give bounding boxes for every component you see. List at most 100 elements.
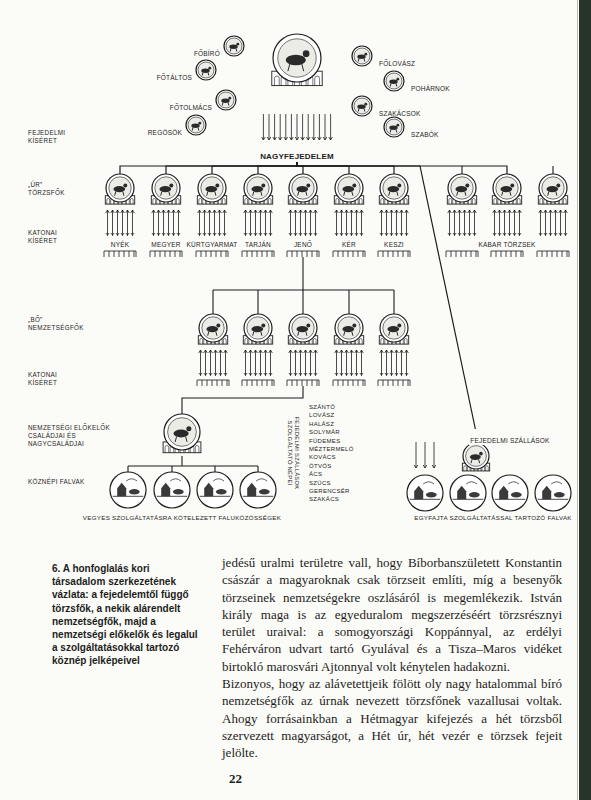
medallion [462,443,489,471]
group-caption: EGYFAJTA SZOLGÁLTATÁSSAL TARTOZÓ FALVAK [412,514,574,522]
service-name: SZAKÁCS [309,496,369,503]
node-text: FŐTOLMÁCS [169,104,213,112]
vertical-label: FEJEDELMI SZÁLLÁSOK SZOLGÁLTATÓ NÉPEI [286,403,300,503]
retinue-label: FŐTOLMÁCS [167,96,215,106]
village-emblem [240,472,276,508]
figure-caption: 6. A honfoglalás kori társadalom szerkez… [52,562,202,668]
row-label: „ÚR” TÖRZSFŐK [28,181,78,197]
node-text: SZABÓK [410,131,440,139]
medallion [447,174,476,204]
group-caption: VEGYES SZOLGÁLTATÁSRA KÖTELEZETT FALUKÖZ… [62,514,302,522]
service-name: HALÁSZ [309,421,369,428]
medallion [352,96,372,116]
medallion [538,174,567,204]
service-name: GERENCSÉR [309,488,369,495]
medallion [379,174,408,204]
node-text: KÜRTGYARMAT [186,241,239,249]
medallion [186,115,206,135]
body-text: Bizonyos, hogy az alávetettjeik fölött o… [222,675,562,761]
body-text: jedésű uralmi területre vall, hogy Bíbor… [222,554,562,675]
medallion [272,34,322,86]
retinue-label: SZAKÁCSOK [376,102,424,112]
retinue-label: FŐTÁLTOS [154,66,195,76]
tribe-group-node: KABAR TÖRZSEK [439,174,575,249]
medallion [384,71,404,91]
medallion [224,36,244,56]
medallion [379,314,408,344]
service-name: FÜDEMES [309,438,369,445]
medallion [384,117,404,137]
hierarchy-connector [297,157,475,429]
row-label: FEJEDELMI KÍSÉRET [28,129,90,145]
retinue-label: POHÁRNOK [408,77,453,87]
medallion [105,174,134,204]
tribe-node: TARJÁN [242,174,274,249]
medallion [334,314,363,344]
row-label: „BŐ” NEMZETSÉGFŐK [28,316,98,332]
service-name: ÁCS [309,471,369,478]
medallion [163,414,201,453]
node-text: REGÖSÖK [147,129,183,137]
node-text: KABAR TÖRZSEK [477,241,536,249]
medallion [334,174,363,204]
node-text: KÉR [341,241,357,249]
lodging-node: FEJEDELMI SZÁLLÁSOK [467,429,552,439]
medallion [288,174,317,204]
village-emblem [110,472,146,508]
service-name: SZÁNTÓ [309,404,369,411]
node-text: KESZI [383,241,405,249]
service-name: LOVÁSZ [309,412,369,419]
retinue-label: SZABÓK [408,123,442,133]
tribe-node: KESZI [378,174,410,249]
row-label: KATONAI KÍSÉRET [28,229,78,245]
medallion [216,90,236,110]
tribe-node: KÉR [333,174,365,249]
tribe-node: NYÉK [104,174,136,249]
village-emblem [492,475,528,511]
medallion [243,314,272,344]
tribe-node: MEGYER [148,174,183,249]
node-text: NYÉK [110,241,131,249]
node-text: POHÁRNOK [410,85,451,93]
row-label: KÖZNÉPI FALVAK [28,478,86,486]
node-text: FŐLOVÁSZ [378,60,416,68]
retinue-label: FŐLOVÁSZ [376,52,418,62]
node-text: FŐTÁLTOS [156,74,193,82]
node-text: JENŐ [293,241,313,249]
village-emblem [535,475,571,511]
medallion [197,174,226,204]
node-text: FEJEDELMI SZÁLLÁSOK [469,437,550,445]
drawing [104,34,571,511]
service-name: KOVÁCS [309,454,369,461]
node-text: SZAKÁCSOK [378,110,422,118]
retinue-label: FŐBÍRÓ [191,42,223,52]
row-label: NEMZETSÉGI ELŐKELŐK CSALÁDJAI ÉS NAGYCSA… [28,424,110,448]
tribe-node: KÜRTGYARMAT [184,174,241,249]
node-text: TARJÁN [244,241,272,249]
node-text: MEGYER [150,241,181,249]
service-name: MÉZTERMELŐ [309,446,369,453]
village-emblem [197,472,233,508]
page-number: 22 [229,771,269,787]
medallion [492,174,521,204]
page-edge [577,0,578,800]
village-emblem [154,472,190,508]
retinue-label: REGÖSÖK [145,121,185,131]
medallion [243,174,272,204]
village-emblem [450,475,486,511]
service-name: SOLYMÁR [309,429,369,436]
medallion [151,174,180,204]
ruler-label: NAGYFEJEDELEM [257,145,337,157]
medallion [288,314,317,344]
book-binding [579,0,591,800]
medallion [196,60,216,80]
node-text: FŐBÍRÓ [193,50,221,58]
village-emblem [407,475,443,511]
service-name: ÖTVÖS [309,463,369,470]
service-name: SZŰCS [309,480,369,487]
tribe-node: JENŐ [287,174,319,249]
medallion [198,314,227,344]
medallion [352,46,372,66]
row-label: KATONAI KÍSÉRET [28,371,78,387]
